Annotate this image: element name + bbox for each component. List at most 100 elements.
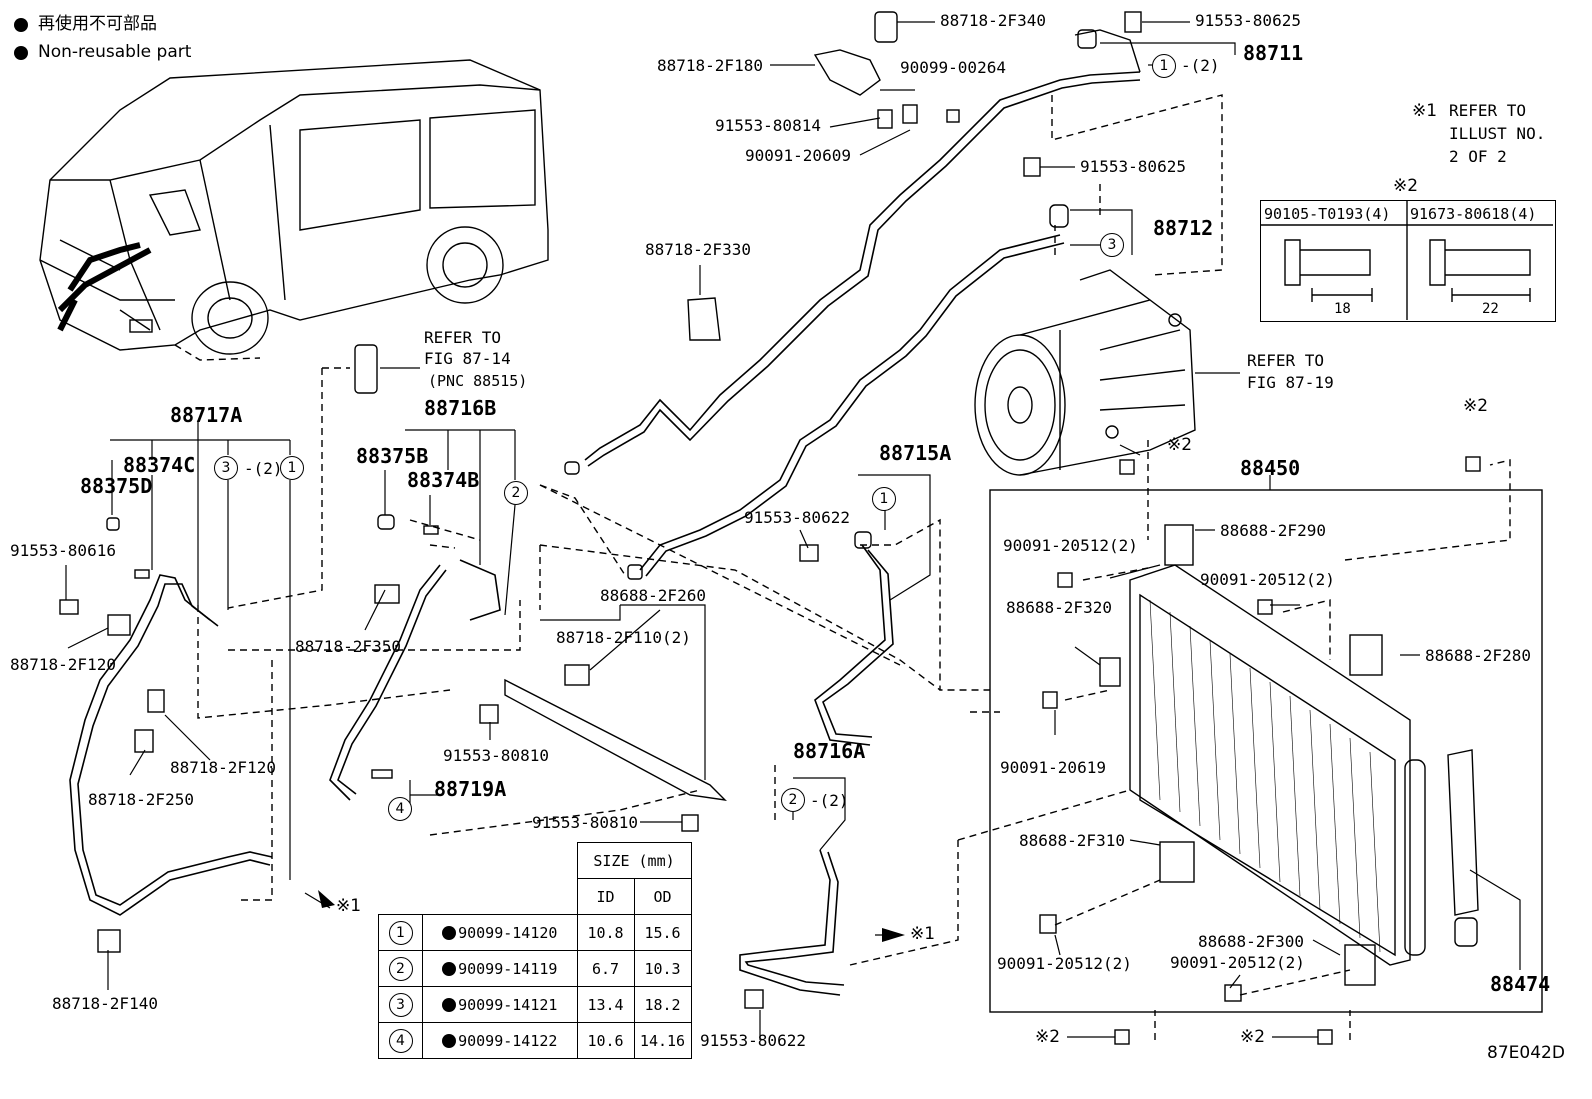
circle-number: 1: [872, 487, 896, 511]
part-label: 88718-2F120: [10, 655, 116, 674]
refer-fig8714-line1: REFER TO: [424, 328, 502, 347]
part-label: 88688-2F310: [1019, 831, 1125, 850]
part-label: 88718-2F250: [88, 790, 194, 809]
part-label: 90091-20512(2): [1170, 953, 1305, 972]
part-label: 88374B: [407, 468, 480, 492]
circle-number: 1: [280, 456, 304, 480]
part-label: 88718-2F350: [295, 637, 401, 656]
circle-number: 3: [214, 456, 238, 480]
figure-code: 87E042D: [1487, 1043, 1565, 1063]
circle-number: 1: [388, 920, 413, 945]
part-label: 88718-2F330: [645, 240, 751, 259]
oring-part-number: 90099-14122: [458, 1031, 558, 1050]
refer-fig8714-line2: FIG 87-14: [424, 349, 511, 368]
legend-english: Non-reusable part: [38, 42, 192, 62]
part-label: 88688-2F290: [1220, 521, 1326, 540]
oring-part-number: 90099-14120: [458, 923, 558, 942]
bolt-right-part: 91673-80618(4): [1410, 205, 1537, 223]
ac-pipes: [69, 71, 1141, 996]
table-row: 2 90099-14119 6.7 10.3: [378, 950, 692, 987]
circle-number: 2: [388, 956, 413, 981]
note2-mark-table: ※2: [1393, 176, 1419, 196]
size-table-id-header: ID: [576, 878, 635, 915]
oring-size-table: SIZE (mm) ID OD 1 90099-14120 10.8 15.6 …: [378, 842, 692, 1059]
part-label: 90091-20512(2): [997, 954, 1132, 973]
legend-bullet-icon: [14, 18, 28, 32]
bolt-right-length: 22: [1482, 301, 1499, 317]
part-label: 90091-20619: [1000, 758, 1106, 777]
bolt-left-length: 18: [1334, 301, 1351, 317]
size-table-subheader-row: ID OD: [379, 878, 692, 915]
part-label: 91553-80810: [443, 746, 549, 765]
size-table-title: SIZE (mm): [576, 842, 692, 879]
oring-od: 10.3: [633, 950, 692, 987]
oring-id: 6.7: [576, 950, 635, 987]
part-label: 88718-2F180: [657, 56, 763, 75]
condenser-illustration: [989, 456, 1543, 1045]
part-label: 90091-20512(2): [1003, 536, 1138, 555]
note1-line1: REFER TO: [1449, 101, 1527, 120]
circle-number: 2: [504, 481, 528, 505]
circle-number: 1: [1152, 54, 1176, 78]
refer-fig8719-line1: REFER TO: [1247, 351, 1325, 370]
oring-id: 10.6: [576, 1022, 635, 1059]
mark-n2: ※2: [1463, 396, 1489, 416]
part-label: 91553-80616: [10, 541, 116, 560]
oring-part-number: 90099-14121: [458, 995, 558, 1014]
qty-label: -(2): [1181, 56, 1220, 75]
oring-part-number: 90099-14119: [458, 959, 558, 978]
part-label: 88374C: [123, 453, 196, 477]
arrows: [318, 890, 905, 942]
part-label: 88375B: [356, 444, 429, 468]
part-label: 91553-80622: [700, 1031, 806, 1050]
compressor-illustration: [974, 269, 1196, 476]
circle-number: 2: [781, 788, 805, 812]
oring-id: 10.8: [576, 914, 635, 951]
part-label: 88712: [1153, 216, 1214, 240]
part-label: 88718-2F110(2): [556, 628, 691, 647]
oring-od: 15.6: [633, 914, 692, 951]
circle-number: 4: [388, 1028, 413, 1053]
part-label: 90091-20609: [745, 146, 851, 165]
part-label: 88688-2F260: [600, 586, 706, 605]
part-label: 91553-80625: [1195, 11, 1301, 30]
note1-line2: ILLUST NO.: [1449, 124, 1546, 143]
part-label: 90091-20512(2): [1200, 570, 1335, 589]
part-label: 88688-2F280: [1425, 646, 1531, 665]
part-label: 88718-2F120: [170, 758, 276, 777]
part-label: 91553-80625: [1080, 157, 1186, 176]
part-label: 88688-2F320: [1006, 598, 1112, 617]
oring-od: 18.2: [633, 986, 692, 1023]
non-reusable-dot-icon: [442, 1033, 457, 1048]
part-label: 88716A: [793, 739, 866, 763]
non-reusable-dot-icon: [442, 961, 457, 976]
part-label: 88718-2F140: [52, 994, 158, 1013]
qty-label: -(2): [244, 459, 283, 478]
circle-number: 3: [388, 992, 413, 1017]
legend-bullet-icon: [14, 46, 28, 60]
van-illustration: [39, 59, 549, 355]
circle-number: 4: [388, 797, 412, 821]
mark-n2: ※2: [1240, 1027, 1266, 1047]
part-label: 88474: [1490, 972, 1551, 996]
refer-fig8719-line2: FIG 87-19: [1247, 373, 1334, 392]
size-table-header-row: SIZE (mm): [379, 842, 692, 879]
oring-od: 14.16: [633, 1022, 692, 1059]
part-label: 91553-80814: [715, 116, 821, 135]
qty-label: -(2): [810, 791, 849, 810]
part-label: 88688-2F300: [1198, 932, 1304, 951]
leader-dashes: [174, 94, 1511, 1040]
bolt-illustrations: [1260, 200, 1553, 320]
refer-fig8714-line3: (PNC 88515): [428, 372, 528, 390]
part-label: 88719A: [434, 777, 507, 801]
table-row: 1 90099-14120 10.8 15.6: [378, 914, 692, 951]
fittings: [59, 11, 1142, 1009]
table-row: 4 90099-14122 10.6 14.16: [378, 1022, 692, 1059]
bolt-table: [1260, 200, 1556, 322]
circle-number: 3: [1100, 233, 1124, 257]
mark-n2: ※2: [1167, 435, 1193, 455]
part-label: 88711: [1243, 41, 1304, 65]
mark-n2: ※2: [1035, 1027, 1061, 1047]
mark-n1: ※1: [910, 924, 936, 944]
